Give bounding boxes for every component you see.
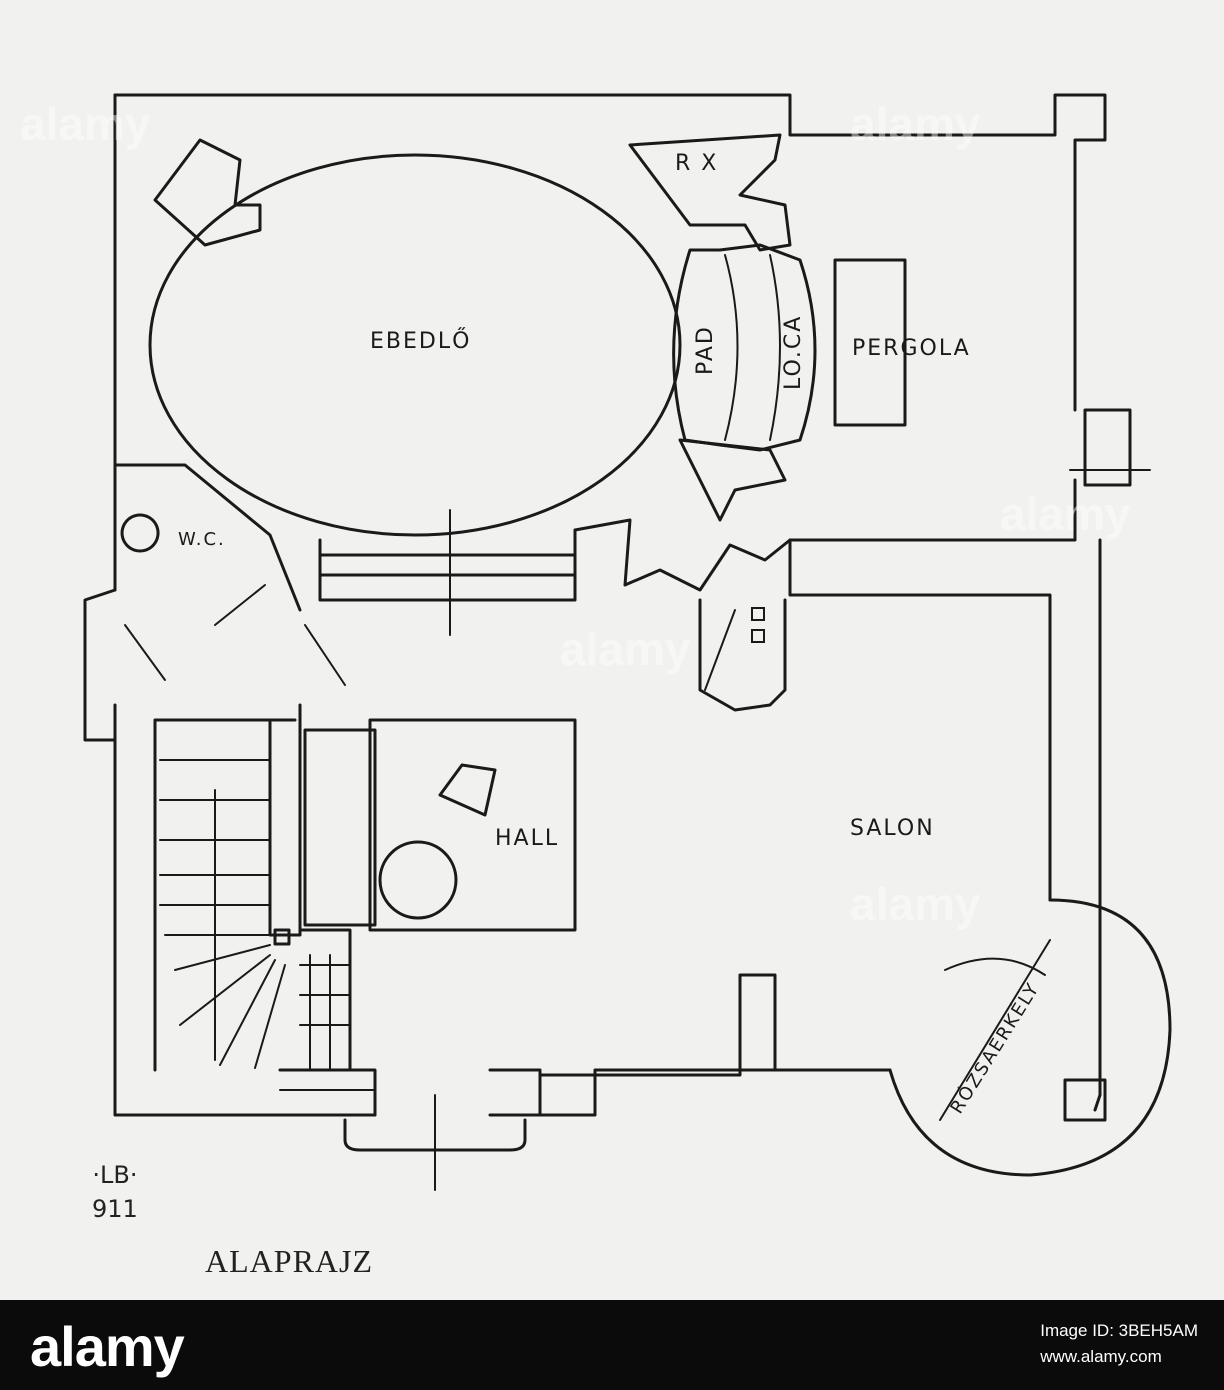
svg-text:alamy: alamy <box>560 623 691 675</box>
label-rx: R X <box>675 151 718 176</box>
svg-text:alamy: alamy <box>20 98 151 150</box>
svg-text:alamy: alamy <box>850 878 981 930</box>
monogram-year: 911 <box>92 1195 138 1223</box>
label-loggia-right: LO.CA <box>781 315 806 390</box>
label-pergola: PERGOLA <box>852 336 971 361</box>
label-bay: RÓZSAERKÉLY <box>946 978 1045 1118</box>
label-hall: HALL <box>495 826 559 851</box>
label-dining: EBEDLŐ <box>370 328 471 354</box>
image-id-label: Image ID: 3BEH5AM <box>1040 1321 1198 1340</box>
service-niche <box>698 598 787 712</box>
label-salon: SALON <box>850 816 935 841</box>
floor-plan: alamy alamy alamy alamy alamy EBEDLŐ PAD… <box>20 93 1172 1191</box>
svg-text:alamy: alamy <box>850 98 981 150</box>
dining-oval <box>148 138 682 537</box>
image-id-block: Image ID: 3BEH5AM www.alamy.com <box>1040 1318 1198 1370</box>
svg-text:alamy: alamy <box>1000 488 1131 540</box>
hall-furniture <box>303 718 577 932</box>
plan-caption: ALAPRAJZ <box>205 1243 374 1279</box>
watermarks: alamy alamy alamy alamy alamy <box>20 98 1131 930</box>
drawing-sheet: alamy alamy alamy alamy alamy EBEDLŐ PAD… <box>0 0 1224 1300</box>
loggia-block <box>628 133 1151 522</box>
label-wc: W.C. <box>178 529 226 550</box>
rose-bay <box>888 898 1172 1177</box>
stock-url: www.alamy.com <box>1040 1347 1162 1366</box>
alamy-logo: alamy <box>30 1315 185 1378</box>
artist-monogram: ·LB· 911 <box>92 1158 138 1226</box>
dining-steps <box>318 509 792 636</box>
label-loggia-left: PAD <box>693 325 718 375</box>
entrance <box>278 1068 542 1191</box>
monogram-initials: ·LB· <box>92 1161 138 1189</box>
wc-vestibule <box>83 463 346 742</box>
outer-walls <box>113 93 1107 1117</box>
staircase <box>159 703 352 1072</box>
stock-footer: alamy Image ID: 3BEH5AM www.alamy.com <box>0 1300 1224 1390</box>
